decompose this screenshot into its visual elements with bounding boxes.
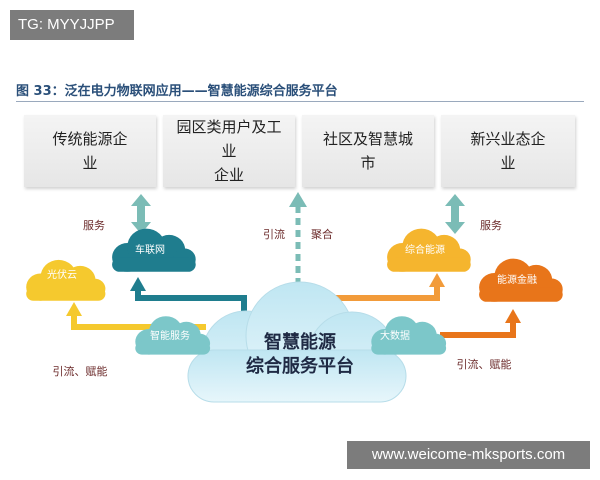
- core-platform-line2: 综合服务平台: [246, 355, 354, 377]
- category-label-line2: 企业: [213, 166, 244, 184]
- category-label-line2: 业: [500, 154, 516, 172]
- double-arrow-traditional: [131, 194, 151, 234]
- category-label-line1: 社区及智慧城: [322, 130, 413, 148]
- cloud-label-smart-service: 智能服务: [150, 329, 190, 342]
- cloud-smart-service: 智能服务: [135, 316, 211, 355]
- category-label-line1: 新兴业态企: [470, 130, 546, 148]
- category-emerging-business: 新兴业态企业: [441, 115, 575, 187]
- category-park-industrial: 园区类用户及工业企业: [163, 115, 295, 187]
- label-diversion-empower-right: 引流、赋能: [457, 357, 512, 371]
- connector-vehicle-arrowhead: [130, 277, 146, 291]
- cloud-pv: 光伏云: [26, 259, 106, 301]
- category-label-line2: 业: [82, 154, 98, 172]
- label-aggregation-center: 聚合: [311, 227, 333, 241]
- cloud-label-vehicle: 车联网: [135, 243, 165, 256]
- cloud-integrated-energy: 综合能源: [387, 228, 471, 272]
- cloud-energy-finance: 能源金融: [479, 258, 563, 302]
- cloud-label-integrated-energy: 综合能源: [405, 243, 445, 256]
- connector-integrated-energy-arrowhead: [429, 273, 445, 287]
- title-rule: [16, 101, 584, 102]
- label-service-left: 服务: [83, 219, 105, 232]
- core-platform-cloud: [187, 281, 407, 403]
- category-community-smart-city: 社区及智慧城市: [302, 115, 434, 187]
- watermark-bottom: www.weicome-mksports.com: [347, 441, 590, 469]
- cloud-label-pv: 光伏云: [47, 268, 77, 281]
- cloud-label-big-data: 大数据: [380, 329, 410, 342]
- category-traditional-energy: 传统能源企业: [24, 115, 156, 187]
- cloud-vehicle: 车联网: [112, 228, 196, 272]
- core-platform-line1: 智慧能源: [264, 331, 336, 353]
- connector-energy-finance-arrowhead: [505, 309, 521, 323]
- category-label-line2: 市: [360, 154, 376, 172]
- double-arrow-emerging: [445, 194, 465, 234]
- connector-pv-arrowhead: [66, 302, 82, 316]
- connector-energy-finance: [440, 322, 516, 338]
- cloud-big-data: 大数据: [371, 316, 447, 355]
- label-diversion-center: 引流: [263, 227, 285, 241]
- label-service-right: 服务: [480, 219, 502, 232]
- figure-title: 图 33：泛在电力物联网应用——智慧能源综合服务平台: [16, 84, 338, 99]
- cloud-label-energy-finance: 能源金融: [497, 273, 537, 286]
- category-label-line1: 传统能源企: [52, 130, 128, 148]
- watermark-top: TG: MYYJJPP: [10, 10, 134, 40]
- label-diversion-empower-left: 引流、赋能: [53, 364, 108, 378]
- category-label-line1: 园区类用户及工业: [176, 118, 282, 160]
